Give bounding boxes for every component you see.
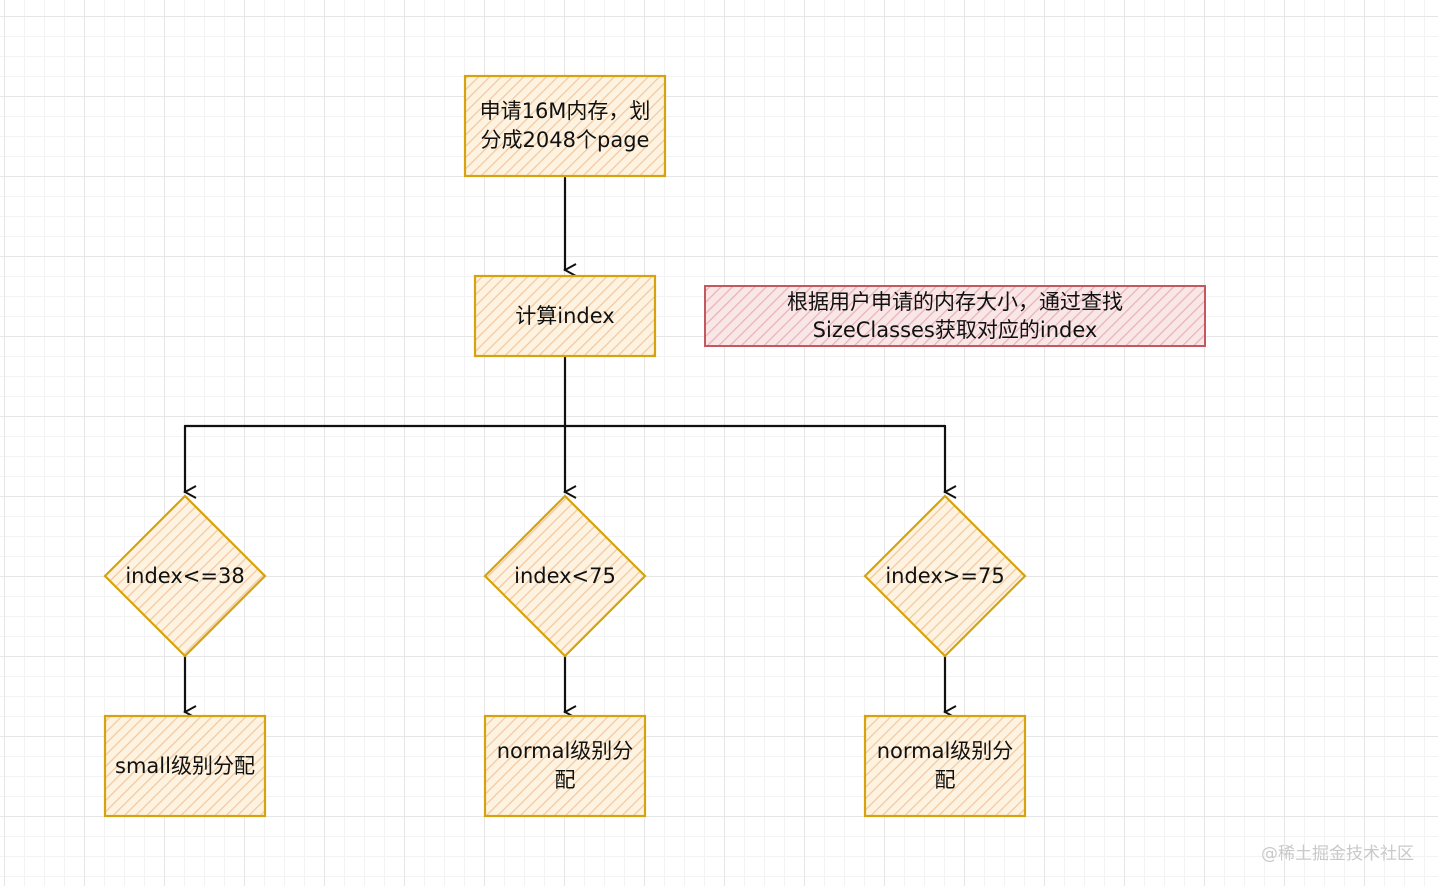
out-normal-2-label: normal级别分 配 bbox=[876, 739, 1014, 792]
compute-label: 计算index bbox=[515, 303, 615, 328]
cond-normal-lt-label: index<75 bbox=[514, 563, 616, 588]
watermark-text: @稀土掘金技术社区 bbox=[1261, 844, 1414, 864]
cond-small-label: index<=38 bbox=[125, 563, 245, 588]
start-box bbox=[463, 74, 667, 178]
out-normal-1-box bbox=[483, 714, 647, 818]
note-box bbox=[704, 285, 1206, 347]
note-label: 根据用户申请的内存大小，通过查找 SizeClasses获取对应的index bbox=[787, 290, 1123, 342]
start-label: 申请16M内存，划 分成2048个page bbox=[479, 99, 651, 152]
out-normal-1-label: normal级别分 配 bbox=[496, 739, 634, 792]
connectors bbox=[185, 176, 945, 712]
cond-normal-lt-diamond bbox=[483, 494, 647, 658]
out-small-label: small级别分配 bbox=[115, 753, 255, 778]
compute-box bbox=[473, 274, 657, 358]
cond-normal-ge-label: index>=75 bbox=[885, 563, 1005, 588]
out-small-box bbox=[103, 714, 267, 818]
cond-small-diamond bbox=[103, 494, 267, 658]
out-normal-2-box bbox=[863, 714, 1027, 818]
cond-normal-ge-diamond bbox=[863, 494, 1027, 658]
